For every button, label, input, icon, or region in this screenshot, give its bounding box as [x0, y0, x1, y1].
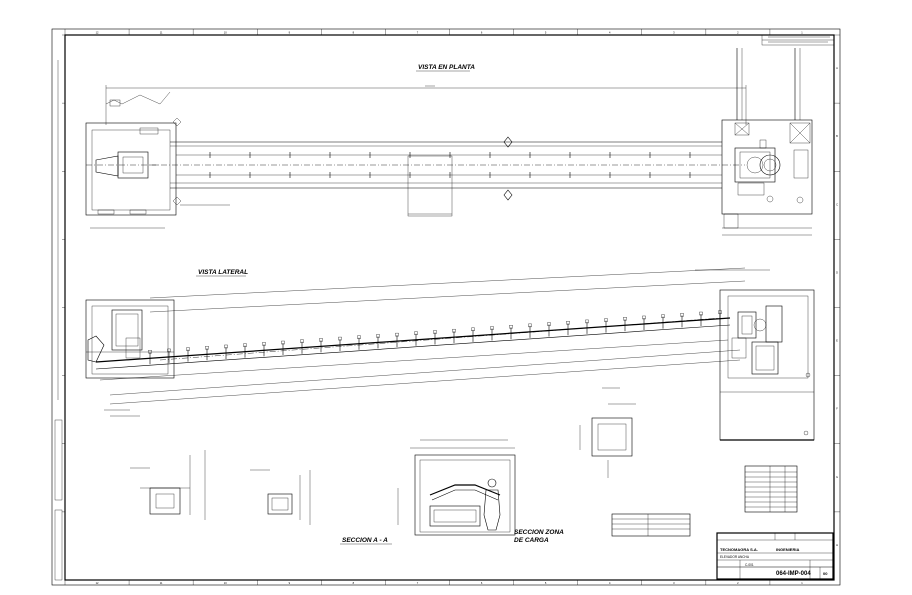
detail-bottom-mid	[250, 469, 311, 525]
grid-row-label: F	[836, 407, 838, 411]
grid-col-label-bottom: 2	[737, 581, 739, 585]
grid-col-label-top: 10	[224, 31, 227, 35]
revision-strip	[761, 34, 835, 46]
title-block-subtitle: ELEVADOR ANCHA	[720, 555, 750, 559]
grid-col-label-bottom: 6	[481, 581, 483, 585]
section-load-title-2: DE CARGA	[514, 537, 549, 544]
title-block-sheet-label: C-001	[745, 563, 754, 567]
grid-col-label-top: 1	[801, 31, 803, 35]
title-block-project: INGENIERIA	[776, 547, 799, 552]
detail-bottom-left	[130, 450, 206, 520]
grid-col-label-top: 8	[353, 31, 355, 35]
grid-col-label-top: 11	[160, 31, 163, 35]
outer-border	[51, 28, 841, 586]
grid-row-label: A	[836, 66, 838, 70]
grid-col-label-bottom: 3	[673, 581, 675, 585]
grid-col-label-bottom: 7	[417, 581, 419, 585]
title-block	[716, 532, 834, 580]
grid-col-label-top: 12	[96, 31, 99, 35]
section-aa	[397, 439, 516, 536]
margin-stamp	[54, 60, 63, 581]
section-load-title-1: SECCION ZONA	[514, 529, 564, 536]
grid-col-label-top: 7	[417, 31, 419, 35]
parts-table-bottom	[611, 513, 691, 537]
grid-row-label: H	[836, 543, 838, 547]
parts-list-table	[744, 465, 798, 513]
title-block-drawing-number: 064-IMP-004	[776, 571, 811, 577]
plan-view	[85, 48, 813, 236]
grid-row-label: B	[836, 134, 838, 138]
plan-view-title: VISTA EN PLANTA	[418, 64, 475, 71]
grid-col-label-top: 2	[737, 31, 739, 35]
grid-col-label-bottom: 8	[353, 581, 355, 585]
grid-col-label-top: 9	[289, 31, 291, 35]
grid-col-label-top: 4	[609, 31, 611, 35]
title-block-revision: 00	[823, 571, 828, 576]
grid-col-label-bottom: 5	[545, 581, 547, 585]
grid-row-label: E	[836, 339, 838, 343]
grid-col-label-bottom: 10	[224, 581, 227, 585]
grid-col-label-bottom: 9	[289, 581, 291, 585]
grid-row-label: C	[836, 202, 838, 206]
grid-col-label-bottom: 12	[96, 581, 99, 585]
grid-col-label-bottom: 4	[609, 581, 611, 585]
inner-border	[64, 34, 835, 581]
grid-col-label-bottom: 1	[801, 581, 803, 585]
grid-col-label-top: 6	[481, 31, 483, 35]
grid-col-label-top: 3	[673, 31, 675, 35]
grid-row-label: D	[836, 270, 838, 274]
side-view-title: VISTA LATERAL	[198, 269, 248, 276]
detail-right	[579, 387, 636, 478]
grid-col-label-top: 5	[545, 31, 547, 35]
section-aa-title: SECCION A - A	[342, 537, 388, 544]
grid-col-label-bottom: 11	[160, 581, 163, 585]
grid-row-label: G	[836, 475, 838, 479]
side-view	[85, 267, 815, 441]
title-block-company: TECNOMAGRA S.A.	[720, 547, 758, 552]
grid-row-markers: A B C D E F G H	[62, 34, 840, 547]
